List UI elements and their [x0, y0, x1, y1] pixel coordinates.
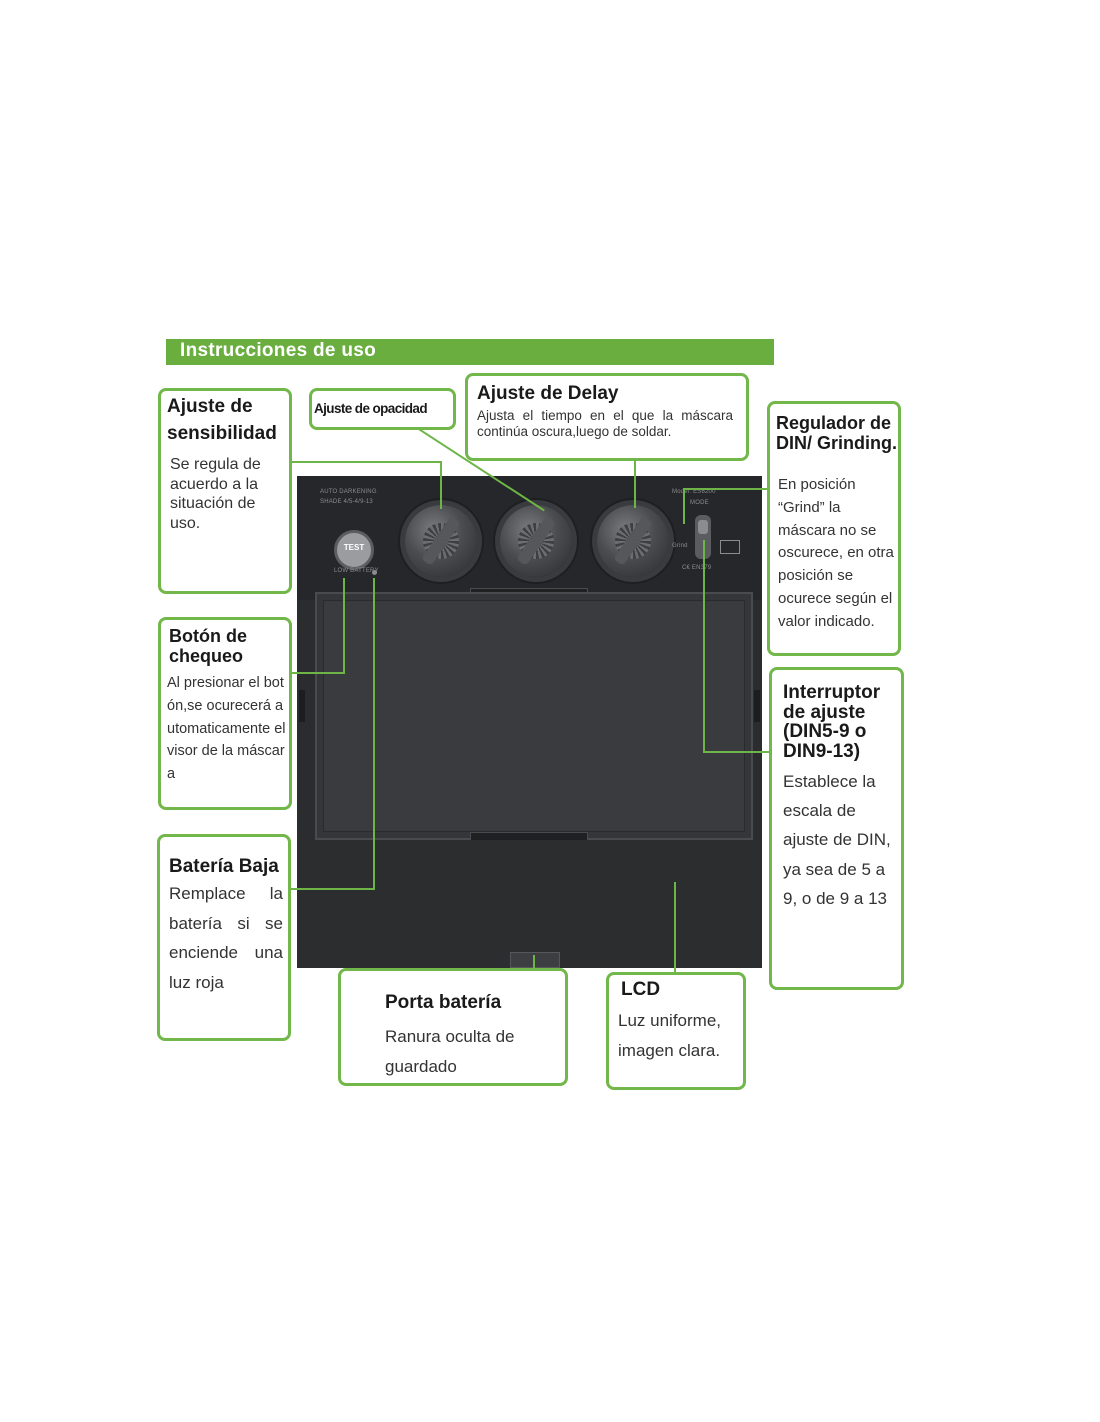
- callout-low-battery-text: Remplace la batería si se enciende una l…: [169, 884, 283, 992]
- callout-switch-title: Interruptor de ajuste (DIN5-9 o DIN9-13): [783, 682, 881, 762]
- callout-delay-title: Ajuste de Delay: [477, 383, 619, 404]
- battery-compartment-area: [297, 840, 762, 968]
- leader-din-v: [683, 488, 685, 524]
- callout-sensitivity: Ajuste de sensibilidad Se regula de acue…: [158, 388, 292, 594]
- device-model-label: Model: ES6200: [672, 489, 716, 495]
- battery-icon: [720, 540, 740, 554]
- callout-check-button-text: Al presionar el botón,se ocurecerá autom…: [167, 675, 286, 783]
- callout-sensitivity-title: Ajuste de sensibilidad: [167, 396, 277, 444]
- leader-sensitivity: [290, 461, 442, 463]
- callout-lcd: LCD Luz uniforme, imagen clara.: [606, 972, 746, 1090]
- leader-battery-v: [373, 578, 375, 890]
- delay-knob[interactable]: [597, 505, 669, 577]
- device-label-line1: AUTO DARKENING: [320, 489, 377, 495]
- callout-low-battery-title: Batería Baja: [169, 856, 279, 877]
- test-button-label: TEST: [343, 543, 365, 552]
- side-notch-right: [754, 690, 760, 722]
- callout-switch-text: Establece la escala de ajuste de DIN, ya…: [783, 772, 891, 908]
- grind-label: Grind: [672, 543, 688, 549]
- callout-din-grinding: Regulador de DIN/ Grinding. En posición …: [767, 401, 901, 656]
- callout-switch: Interruptor de ajuste (DIN5-9 o DIN9-13)…: [769, 667, 904, 990]
- leader-holder: [533, 955, 535, 971]
- callout-sensitivity-text: Se regula de acuerdo a la situación de u…: [170, 456, 261, 532]
- ce-mark: C€ EN379: [682, 565, 712, 571]
- callout-check-button-title: Botón de chequeo: [169, 626, 247, 666]
- callout-din-grinding-text: En posición “Grind” la máscara no se osc…: [778, 476, 894, 630]
- low-battery-label: LOW BATTERY: [334, 568, 379, 574]
- section-banner: Instrucciones de uso: [166, 339, 774, 365]
- leader-lcd: [674, 882, 676, 975]
- leader-switch-v: [703, 540, 705, 752]
- callout-opacity: Ajuste de opacidad: [309, 388, 456, 430]
- leader-delay: [634, 460, 636, 508]
- callout-battery-holder-title: Porta batería: [385, 992, 502, 1013]
- lcd-viewing-screen: [315, 592, 753, 840]
- leader-sensitivity-v: [440, 461, 442, 509]
- callout-battery-holder-text: Ranura oculta de guardado: [385, 1027, 515, 1076]
- battery-holder-slot[interactable]: [510, 952, 560, 968]
- leader-din: [683, 488, 769, 490]
- callout-opacity-title: Ajuste de opacidad: [314, 401, 428, 416]
- callout-check-button: Botón de chequeo Al presionar el botón,s…: [158, 617, 292, 810]
- leader-test-h: [290, 672, 345, 674]
- callout-lcd-title: LCD: [621, 979, 661, 1000]
- callout-din-grinding-title: Regulador de DIN/ Grinding.: [776, 413, 897, 453]
- callout-delay-text: Ajusta el tiempo en el que la máscara co…: [477, 408, 733, 439]
- callout-low-battery: Batería Baja Remplace la batería si se e…: [157, 834, 291, 1041]
- leader-test-v: [343, 578, 345, 673]
- callout-battery-holder: Porta batería Ranura oculta de guardado: [338, 968, 568, 1086]
- leader-battery-h: [290, 888, 375, 890]
- opacity-knob[interactable]: [500, 505, 572, 577]
- section-title: Instrucciones de uso: [180, 340, 377, 361]
- low-battery-led: [372, 570, 377, 575]
- leader-switch-h: [703, 751, 771, 753]
- mode-label: MODE: [690, 500, 709, 506]
- callout-delay: Ajuste de Delay Ajusta el tiempo en el q…: [465, 373, 749, 461]
- sensitivity-knob[interactable]: [405, 505, 477, 577]
- side-notch-left: [299, 690, 305, 722]
- test-button[interactable]: TEST: [334, 530, 374, 570]
- device-label-line2: SHADE 4/5-4/9-13: [320, 499, 373, 505]
- callout-lcd-text: Luz uniforme, imagen clara.: [618, 1011, 721, 1060]
- din-switch-handle[interactable]: [698, 520, 708, 534]
